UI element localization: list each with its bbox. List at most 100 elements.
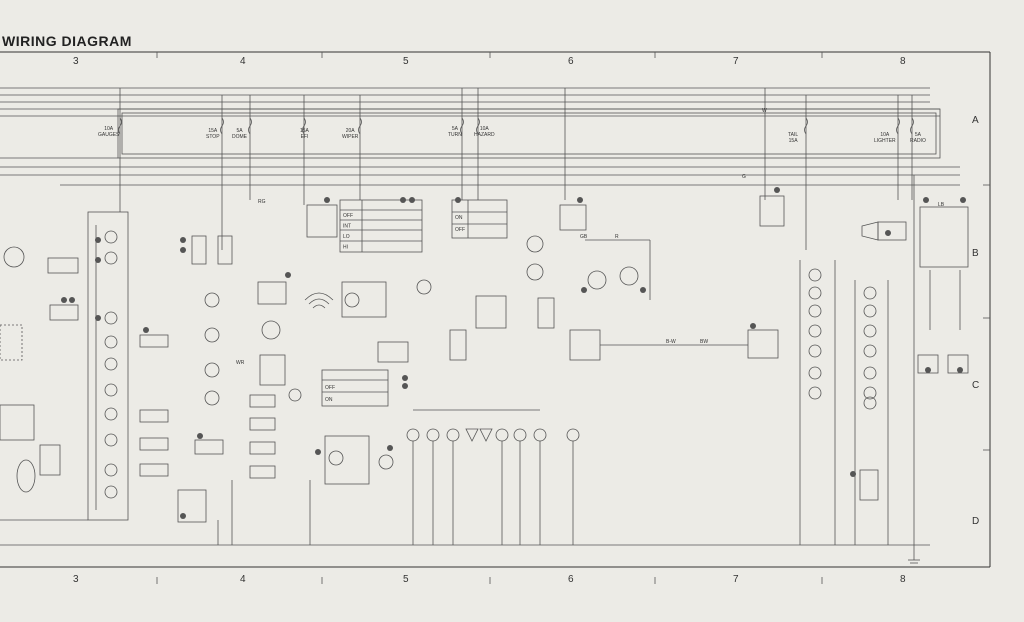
column-number-bottom: 7 bbox=[733, 574, 739, 585]
lighter-element bbox=[861, 221, 879, 241]
switch-component bbox=[449, 329, 467, 361]
switch-position-label: HI bbox=[343, 245, 348, 251]
switch-position-label: ON bbox=[325, 397, 333, 403]
relay-component bbox=[759, 195, 785, 227]
wiper-motor bbox=[344, 292, 360, 308]
page-title: WIRING DIAGRAM bbox=[2, 33, 132, 49]
relay-component bbox=[377, 341, 409, 363]
callout-markers bbox=[61, 187, 966, 519]
switch-position-label: OFF bbox=[343, 213, 353, 219]
column-number-bottom: 6 bbox=[568, 574, 574, 585]
antenna-symbol bbox=[304, 292, 334, 301]
sender-component bbox=[49, 304, 79, 321]
relay-component bbox=[306, 204, 338, 238]
lamp-component bbox=[587, 270, 607, 290]
column-number-top: 4 bbox=[240, 56, 246, 67]
relay-component bbox=[569, 329, 601, 361]
tail-bulb-column bbox=[808, 268, 877, 410]
switch-position-label: OFF bbox=[455, 227, 465, 233]
turn-switch-table bbox=[451, 199, 508, 239]
relay-component bbox=[257, 281, 287, 305]
column-number-top: 7 bbox=[733, 56, 739, 67]
switch-component bbox=[194, 439, 224, 455]
motor-component bbox=[378, 454, 394, 470]
antenna-symbol bbox=[312, 304, 326, 309]
relay-component bbox=[177, 489, 207, 523]
row-letter: D bbox=[972, 516, 980, 527]
fuse-symbols bbox=[118, 117, 914, 135]
radio-component bbox=[919, 206, 969, 268]
wire-color-label: RG bbox=[258, 199, 266, 205]
washer-motor bbox=[416, 279, 432, 295]
dashed-component bbox=[0, 324, 23, 361]
bulb-component bbox=[204, 327, 220, 343]
fuse-box-outline bbox=[117, 108, 941, 159]
resistor-component bbox=[859, 469, 879, 501]
row-letter: B bbox=[972, 248, 979, 259]
bulb-component bbox=[288, 388, 302, 402]
bulb-component bbox=[204, 362, 220, 378]
wiper-switch-table bbox=[339, 199, 423, 253]
wire-color-label: GB bbox=[580, 234, 588, 240]
resistor-component bbox=[139, 463, 169, 477]
switch-component bbox=[217, 235, 233, 265]
switch-component bbox=[249, 441, 276, 455]
horn-component bbox=[526, 235, 544, 253]
column-number-bottom: 4 bbox=[240, 574, 246, 585]
column-number-bottom: 3 bbox=[73, 574, 79, 585]
relay-component bbox=[259, 354, 286, 386]
gauge-component bbox=[3, 246, 25, 268]
switch-position-label: LO bbox=[343, 234, 350, 240]
switch-component bbox=[537, 297, 555, 329]
bulb-component bbox=[204, 390, 220, 406]
column-number-top: 6 bbox=[568, 56, 574, 67]
switch-position-label: ON bbox=[455, 215, 463, 221]
switch-position-label: INT bbox=[343, 224, 351, 230]
relay-component bbox=[559, 204, 587, 231]
switch-component bbox=[249, 465, 276, 479]
motor-box bbox=[324, 435, 370, 485]
column-number-top: 5 bbox=[403, 56, 409, 67]
wire-color-label: W bbox=[762, 108, 767, 114]
row-letter: C bbox=[972, 380, 980, 391]
wire-color-label: R bbox=[615, 234, 619, 240]
wire-color-label: B-W bbox=[666, 339, 676, 345]
wire-color-label: LB bbox=[938, 202, 945, 208]
wire-color-label: G bbox=[742, 174, 746, 180]
bulb-component bbox=[204, 292, 220, 308]
wire-color-label: BW bbox=[700, 339, 708, 345]
wiper-motor-box bbox=[341, 281, 387, 318]
connector-block bbox=[0, 404, 35, 441]
resistor-component bbox=[139, 437, 169, 451]
wire-color-label: WR bbox=[236, 360, 245, 366]
motor-component bbox=[328, 450, 344, 466]
meter-bulbs bbox=[104, 230, 118, 499]
resistor-component bbox=[39, 444, 61, 476]
column-number-bottom: 5 bbox=[403, 574, 409, 585]
resistor-component bbox=[139, 409, 169, 423]
row-letter: A bbox=[972, 115, 979, 126]
fuse-box-inner bbox=[121, 112, 937, 155]
switch-position-label: OFF bbox=[325, 385, 335, 391]
lamp-component bbox=[619, 266, 639, 286]
lighter-component bbox=[877, 221, 907, 241]
column-number-top: 8 bbox=[900, 56, 906, 67]
bulb-row bbox=[406, 428, 580, 442]
switch-component bbox=[249, 394, 276, 408]
switch-component bbox=[249, 417, 276, 431]
washer-switch-table bbox=[321, 369, 389, 407]
antenna-symbol bbox=[308, 298, 330, 305]
sensor-component bbox=[16, 459, 36, 493]
